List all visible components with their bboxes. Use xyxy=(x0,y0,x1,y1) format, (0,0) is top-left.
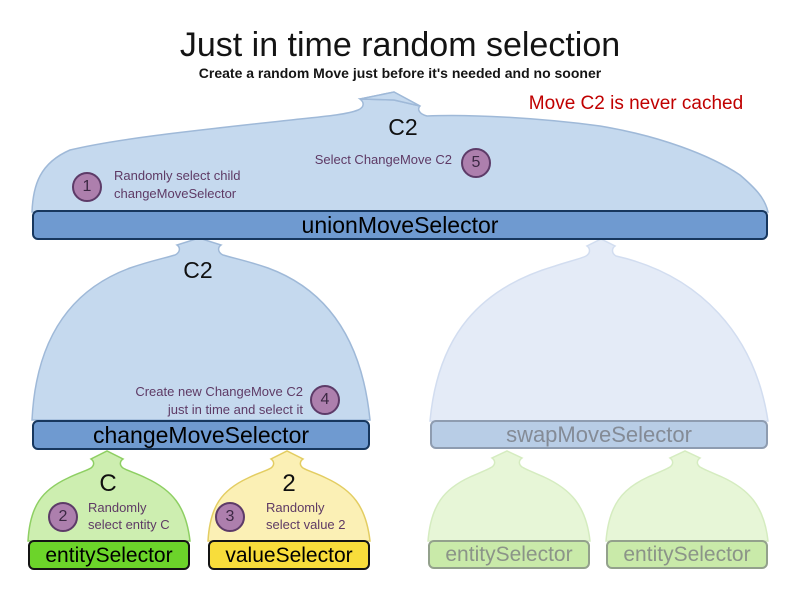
funnel-union-arrow xyxy=(359,91,421,107)
step-1-line-2: changeMoveSelector xyxy=(114,186,237,201)
step-4-line-2: just in time and select it xyxy=(167,402,303,417)
page-subtitle: Create a random Move just before it's ne… xyxy=(198,65,602,81)
change-move-selector-bar: changeMoveSelector xyxy=(32,420,370,450)
swap-move-selector-bar: swapMoveSelector xyxy=(430,420,768,449)
swap-entity-selector-right-bar: entitySelector xyxy=(606,540,768,569)
value-output-label: 2 xyxy=(282,470,296,497)
step-1-line-1: Randomly select child xyxy=(114,168,241,183)
union-move-selector-bar: unionMoveSelector xyxy=(32,210,768,240)
funnel-value-shape xyxy=(207,450,371,542)
union-output-label: C2 xyxy=(388,114,418,140)
never-cached-note: Move C2 is never cached xyxy=(528,93,744,114)
step-2-annotation: Randomly select entity C xyxy=(88,499,170,533)
funnel-swap-entity-right-shape xyxy=(605,450,769,542)
step-3-annotation: Randomly select value 2 xyxy=(266,499,346,533)
change-output-label: C2 xyxy=(183,257,213,283)
step-5-badge: 5 xyxy=(461,148,491,178)
step-2-line-2: select entity C xyxy=(88,517,170,532)
step-1-annotation: Randomly select child changeMoveSelector xyxy=(114,167,240,203)
funnel-change-shape xyxy=(31,237,371,421)
step-1-badge: 1 xyxy=(72,172,102,202)
step-5-annotation: Select ChangeMove C2 xyxy=(315,151,452,169)
step-4-annotation: Create new ChangeMove C2 just in time an… xyxy=(135,383,303,419)
step-3-line-1: Randomly xyxy=(266,500,325,515)
step-4-line-1: Create new ChangeMove C2 xyxy=(135,384,303,399)
funnel-swap-shape xyxy=(429,238,769,422)
step-5-line-1: Select ChangeMove C2 xyxy=(314,152,452,167)
entity-output-label: C xyxy=(99,470,117,497)
entity-selector-bar: entitySelector xyxy=(28,540,190,570)
funnel-swap-entity-left-shape xyxy=(427,450,591,542)
step-4-badge: 4 xyxy=(310,385,340,415)
page-title: Just in time random selection xyxy=(179,26,621,64)
step-2-line-1: Randomly xyxy=(88,500,147,515)
step-3-badge: 3 xyxy=(215,502,245,532)
step-2-badge: 2 xyxy=(48,502,78,532)
value-selector-bar: valueSelector xyxy=(208,540,370,570)
swap-entity-selector-left-bar: entitySelector xyxy=(428,540,590,569)
step-3-line-2: select value 2 xyxy=(266,517,346,532)
